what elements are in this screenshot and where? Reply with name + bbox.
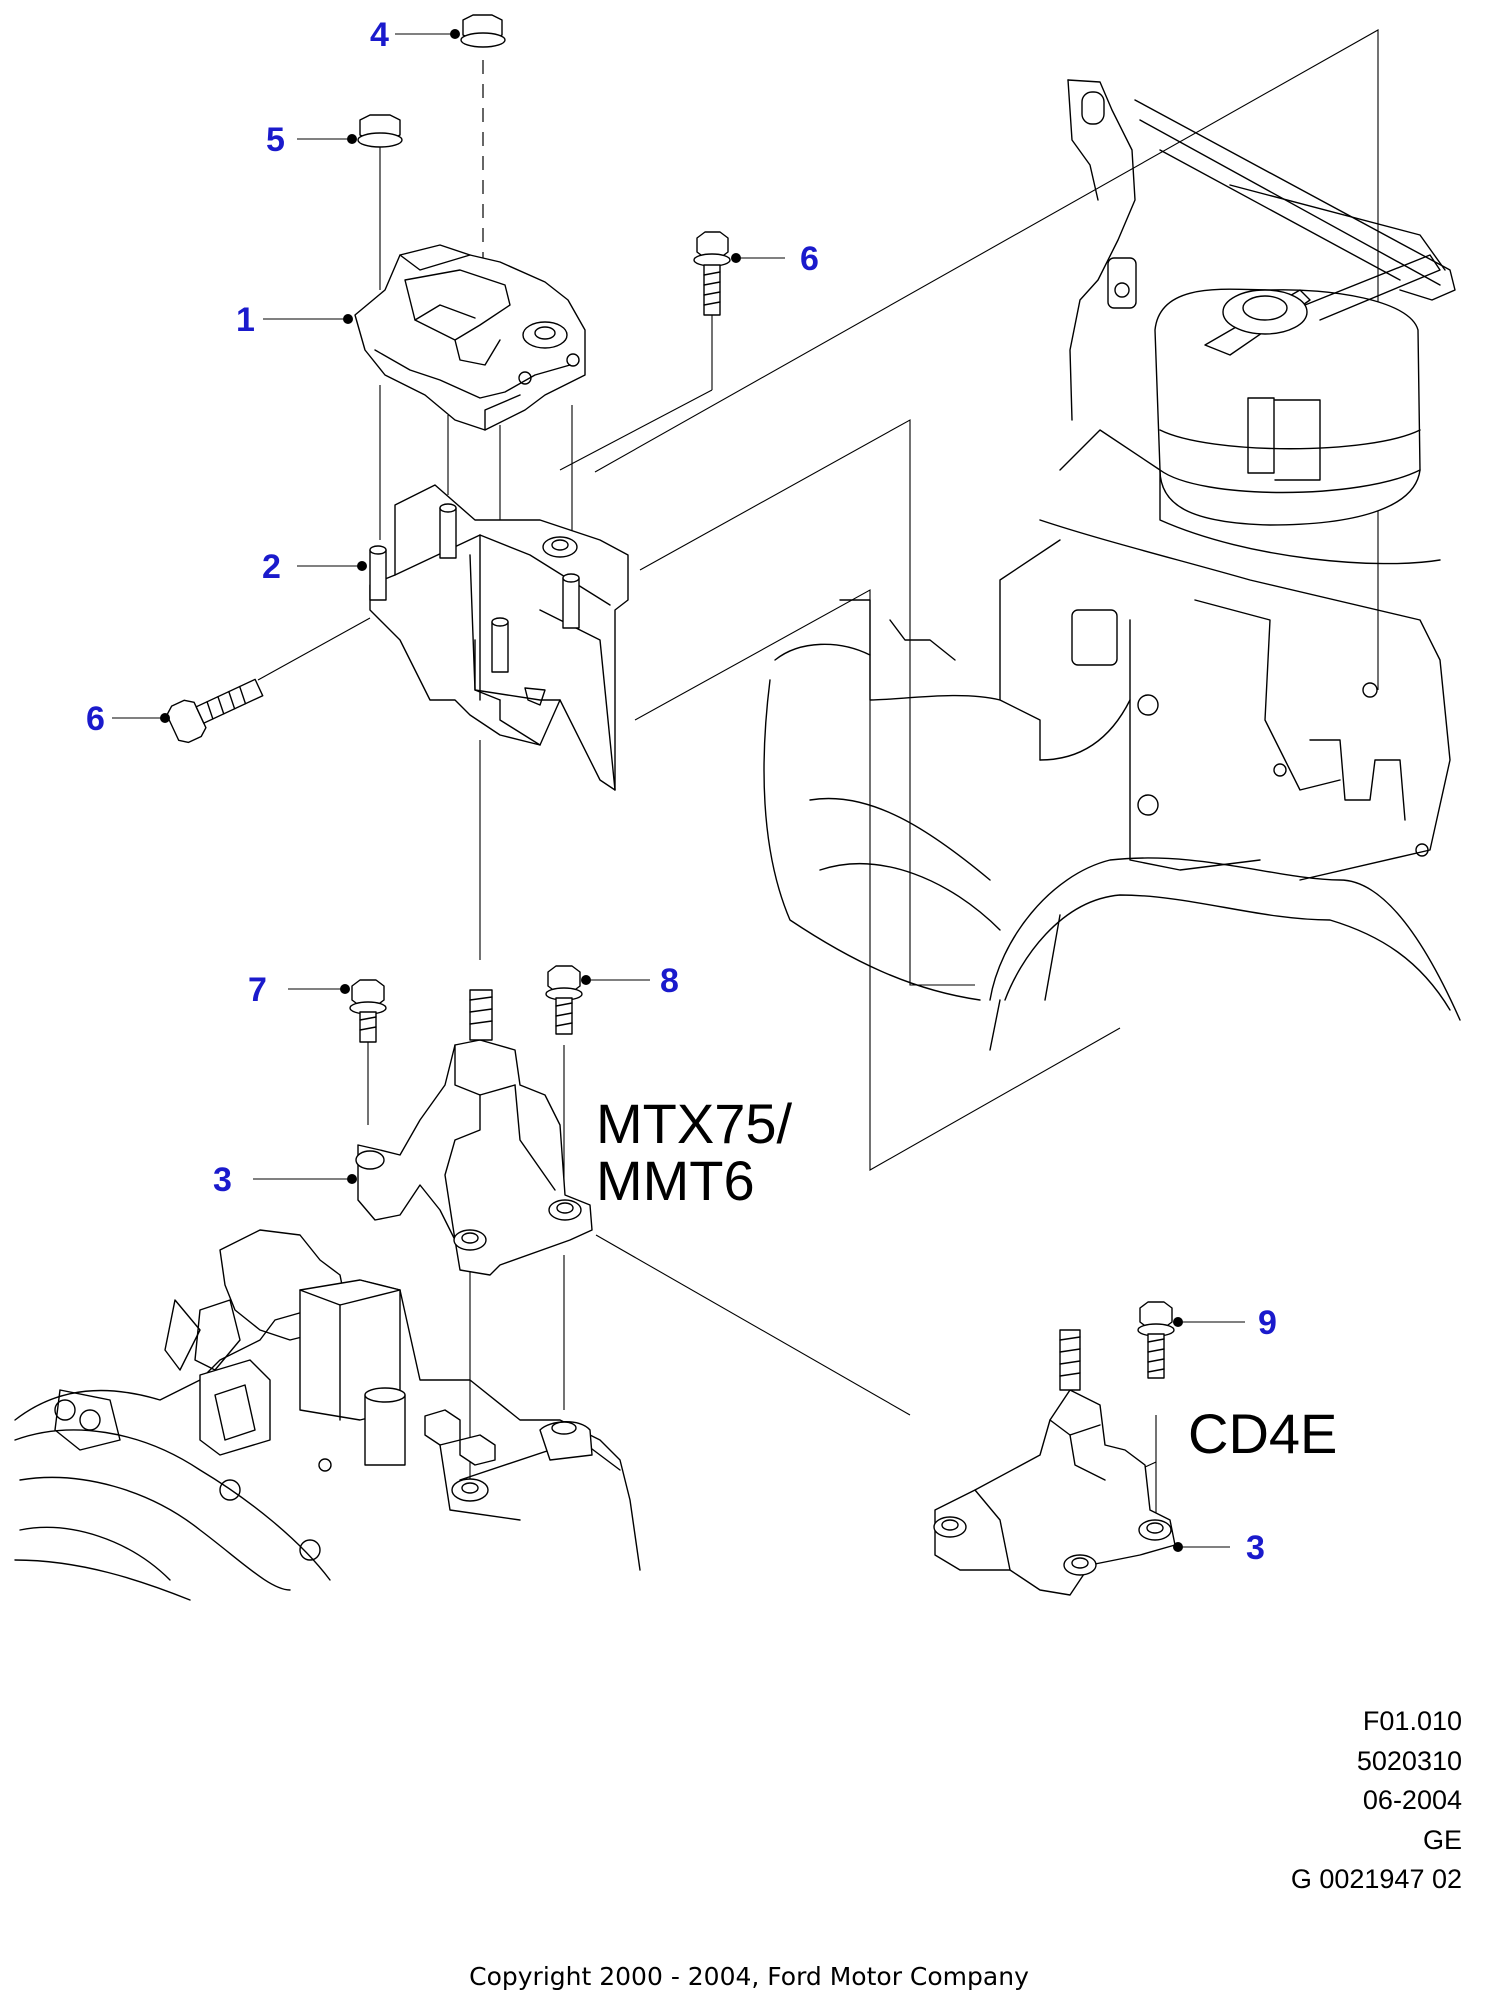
drawing-part-number: 5020310 <box>1356 1745 1462 1776</box>
callout-2: 2 <box>262 548 281 586</box>
drawing-language-code: GE <box>1422 1824 1462 1855</box>
callout-9: 9 <box>1258 1304 1277 1342</box>
variant-label-automatic: CD4E <box>1188 1402 1337 1465</box>
transmission-bracket-automatic <box>933 1301 1176 1596</box>
vehicle-body-structure <box>594 29 1461 1171</box>
callout-6-upper: 6 <box>800 240 819 278</box>
callout-1: 1 <box>236 301 255 339</box>
callout-5: 5 <box>266 121 285 159</box>
callout-leaders <box>112 29 1245 1552</box>
callout-8: 8 <box>660 962 679 1000</box>
engine-mount-assembly <box>166 14 731 960</box>
callout-3-manual: 3 <box>213 1161 232 1199</box>
callout-4: 4 <box>370 16 389 54</box>
variant-label-manual-line1: MTX75/ <box>596 1092 792 1155</box>
copyright-notice: Copyright 2000 - 2004, Ford Motor Compan… <box>469 1962 1029 1991</box>
transmission-bracket-manual <box>349 965 911 1480</box>
callout-6-lower: 6 <box>86 700 105 738</box>
callout-3-automatic: 3 <box>1246 1529 1265 1567</box>
variant-label-manual-line2: MMT6 <box>596 1149 755 1212</box>
drawing-date: 06-2004 <box>1362 1785 1462 1815</box>
transmission-housing <box>14 1229 641 1601</box>
callout-7: 7 <box>248 971 267 1009</box>
drawing-reference-block: F01.010 5020310 06-2004 GE G 0021947 02 <box>1242 1702 1462 1900</box>
drawing-section-code: F01.010 <box>1362 1706 1462 1736</box>
drawing-id: G 0021947 02 <box>1290 1864 1462 1894</box>
